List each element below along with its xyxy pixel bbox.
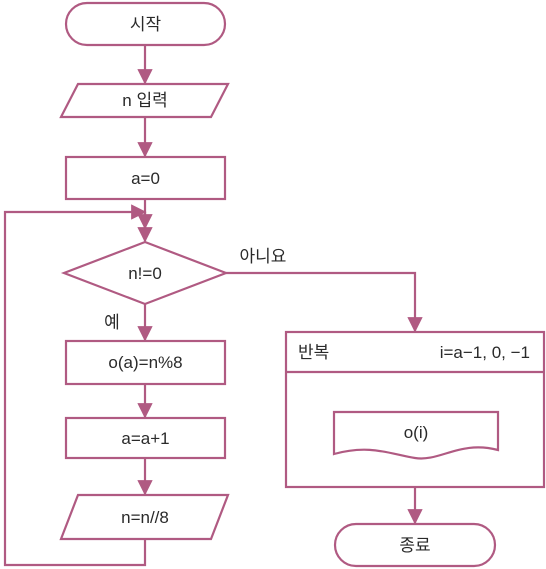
input-label: n 입력 bbox=[122, 91, 167, 110]
assign-label: o(a)=n%8 bbox=[108, 353, 182, 372]
end-terminal bbox=[333, 522, 497, 568]
condition-label: n!=0 bbox=[128, 264, 162, 283]
start-label: 시작 bbox=[130, 15, 162, 34]
init-label: a=0 bbox=[131, 169, 160, 188]
end-label: 종료 bbox=[399, 536, 430, 555]
condition-decision bbox=[60, 240, 230, 306]
no-label: 아니요 bbox=[240, 247, 287, 266]
start-terminal bbox=[64, 1, 227, 47]
increment-process bbox=[64, 416, 227, 460]
input-parallelogram bbox=[59, 82, 230, 119]
edge-loop-back bbox=[3, 204, 147, 567]
assign-process bbox=[64, 339, 227, 386]
divide-parallelogram bbox=[59, 493, 230, 541]
increment-label: a=a+1 bbox=[121, 429, 169, 448]
loop-title: 반복 bbox=[298, 343, 329, 362]
init-process bbox=[64, 155, 227, 201]
yes-label: 예 bbox=[104, 313, 120, 332]
divide-label: n=n//8 bbox=[121, 508, 169, 527]
loop-range: i=a−1, 0, −1 bbox=[440, 343, 530, 362]
edge-condition-no bbox=[226, 271, 423, 333]
output-document bbox=[332, 410, 500, 460]
loop-container bbox=[284, 330, 546, 489]
output-label: o(i) bbox=[404, 423, 429, 442]
